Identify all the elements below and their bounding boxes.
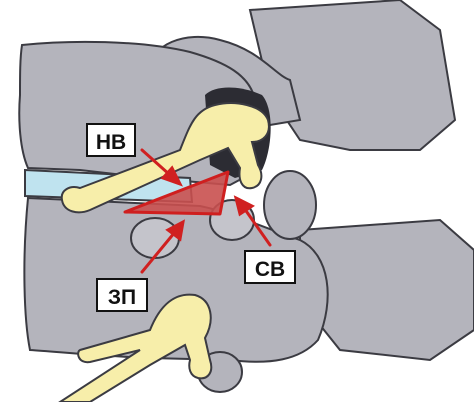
label-sv: СВ (244, 250, 296, 284)
superior-articular-facet (264, 171, 316, 239)
label-zp: ЗП (96, 278, 148, 312)
label-hv: НВ (86, 123, 136, 157)
